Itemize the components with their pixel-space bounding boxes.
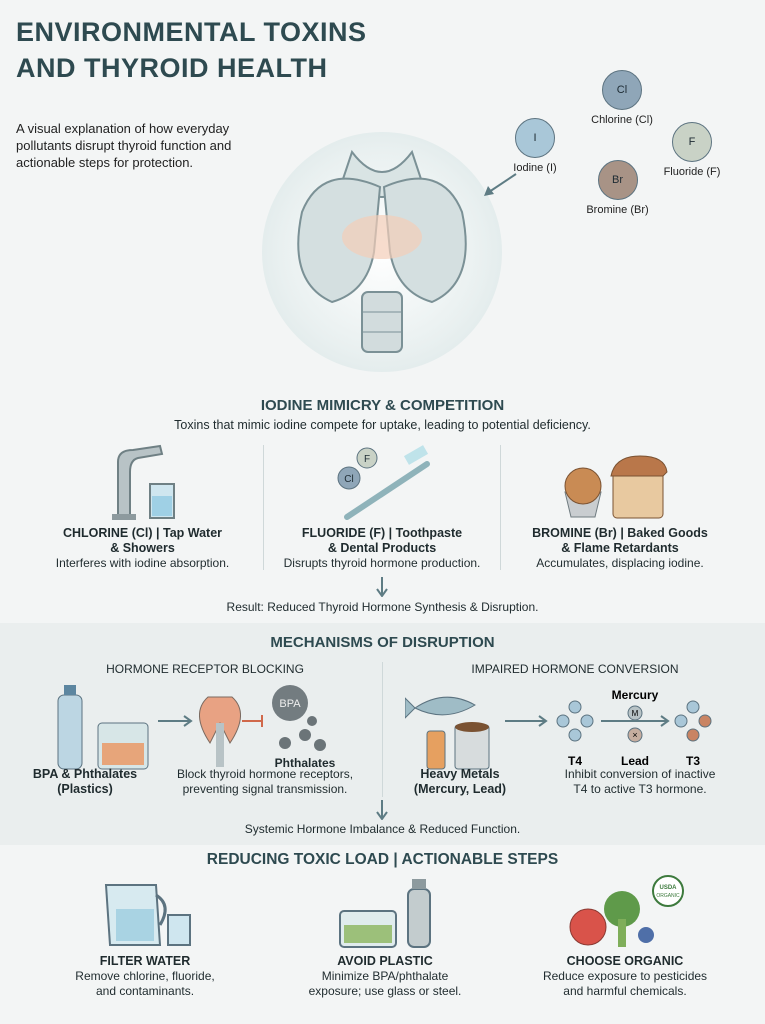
- section-heading: REDUCING TOXIC LOAD | ACTIONABLE STEPS: [206, 851, 559, 868]
- usda-organic-badge: [652, 875, 684, 907]
- svg-text:ORGANIC: ORGANIC: [656, 893, 680, 899]
- t3-molecule-icon: [674, 700, 712, 742]
- bread-icon: [564, 455, 668, 519]
- faucet-icon: [111, 444, 175, 520]
- divider: [382, 662, 383, 797]
- receptor-blocking-illustration: BPA Phthalates: [57, 685, 336, 770]
- svg-text:F: F: [364, 454, 370, 465]
- svg-text:T4: T4: [568, 754, 582, 768]
- section-subheading: Toxins that mimic iodine compete for upt…: [174, 418, 591, 432]
- atom-icon: I: [515, 118, 555, 158]
- toxin-bromine: BROMINE (Br) | Baked Goods & Flame Retar…: [505, 442, 735, 571]
- svg-text:M: M: [632, 709, 639, 718]
- toxin-chlorine: CHLORINE (Cl) | Tap Water & Showers Inte…: [30, 442, 255, 571]
- svg-text:Phthalates: Phthalates: [275, 756, 336, 770]
- source-heavy-metals: Heavy Metals(Mercury, Lead): [413, 767, 507, 796]
- element-bromine: Br Bromine (Br): [575, 160, 660, 216]
- battery-icon: [426, 730, 446, 770]
- desc-receptor-blocking: Block thyroid hormone receptors,preventi…: [176, 767, 354, 796]
- svg-text:BPA: BPA: [279, 698, 301, 710]
- bpa-molecule-icon: [272, 685, 308, 721]
- divider: [500, 445, 501, 570]
- svg-text:USDA: USDA: [659, 885, 677, 891]
- bottle-icon: [57, 694, 83, 770]
- fish-icon: [414, 696, 476, 716]
- svg-text:T3: T3: [686, 754, 700, 768]
- step-avoid-plastic: AVOID PLASTIC Minimize BPA/phthalate exp…: [280, 875, 490, 999]
- svg-text:Lead: Lead: [621, 754, 649, 768]
- toothbrush-icon: Cl F: [337, 445, 430, 520]
- subheading-receptor-blocking: HORMONE RECEPTOR BLOCKING: [106, 662, 304, 676]
- section1-result: Result: Reduced Thyroid Hormone Synthesi…: [226, 600, 539, 614]
- source-plastics: BPA & Phthalates(Plastics): [32, 767, 138, 796]
- subheading-hormone-conversion: IMPAIRED HORMONE CONVERSION: [471, 662, 679, 676]
- thyroid-icon: [297, 149, 467, 353]
- thyroid-illustration: [262, 132, 502, 372]
- arrow-down-icon: [376, 800, 388, 820]
- atom-icon: Cl: [602, 70, 642, 110]
- water-filter-pitcher-icon: [104, 884, 191, 946]
- glass-container-bottle-icon: [339, 879, 431, 948]
- organic-produce-icon: USDA ORGANIC: [569, 875, 684, 947]
- section-heading: MECHANISMS OF DISRUPTION: [270, 634, 495, 651]
- thyroid-icon: [199, 696, 241, 744]
- divider: [263, 445, 264, 570]
- arrow-icon: [484, 173, 517, 196]
- svg-text:Mercury: Mercury: [612, 688, 659, 702]
- page-title: ENVIRONMENTAL TOXINS AND THYROID HEALTH: [16, 17, 367, 83]
- lead-icon: [627, 727, 643, 743]
- section2-result: Systemic Hormone Imbalance & Reduced Fun…: [244, 822, 521, 836]
- hormone-conversion-illustration: T4 Mercury M × Lead T3: [405, 688, 712, 770]
- svg-text:×: ×: [632, 730, 637, 740]
- element-iodine: I Iodine (I): [500, 118, 570, 174]
- atom-icon: Br: [597, 160, 638, 200]
- section-heading: IODINE MIMICRY & COMPETITION: [260, 397, 505, 414]
- arrow-down-icon: [376, 577, 388, 597]
- t4-molecule-icon: [556, 700, 594, 742]
- step-filter-water: FILTER WATER Remove chlorine, fluoride, …: [40, 875, 250, 999]
- element-chlorine: Cl Chlorine (Cl): [582, 70, 662, 126]
- page-subtitle: A visual explanation of how everyday pol…: [16, 121, 232, 170]
- atom-icon: F: [672, 122, 712, 162]
- svg-text:Cl: Cl: [344, 474, 353, 485]
- element-fluoride: F Fluoride (F): [652, 122, 732, 178]
